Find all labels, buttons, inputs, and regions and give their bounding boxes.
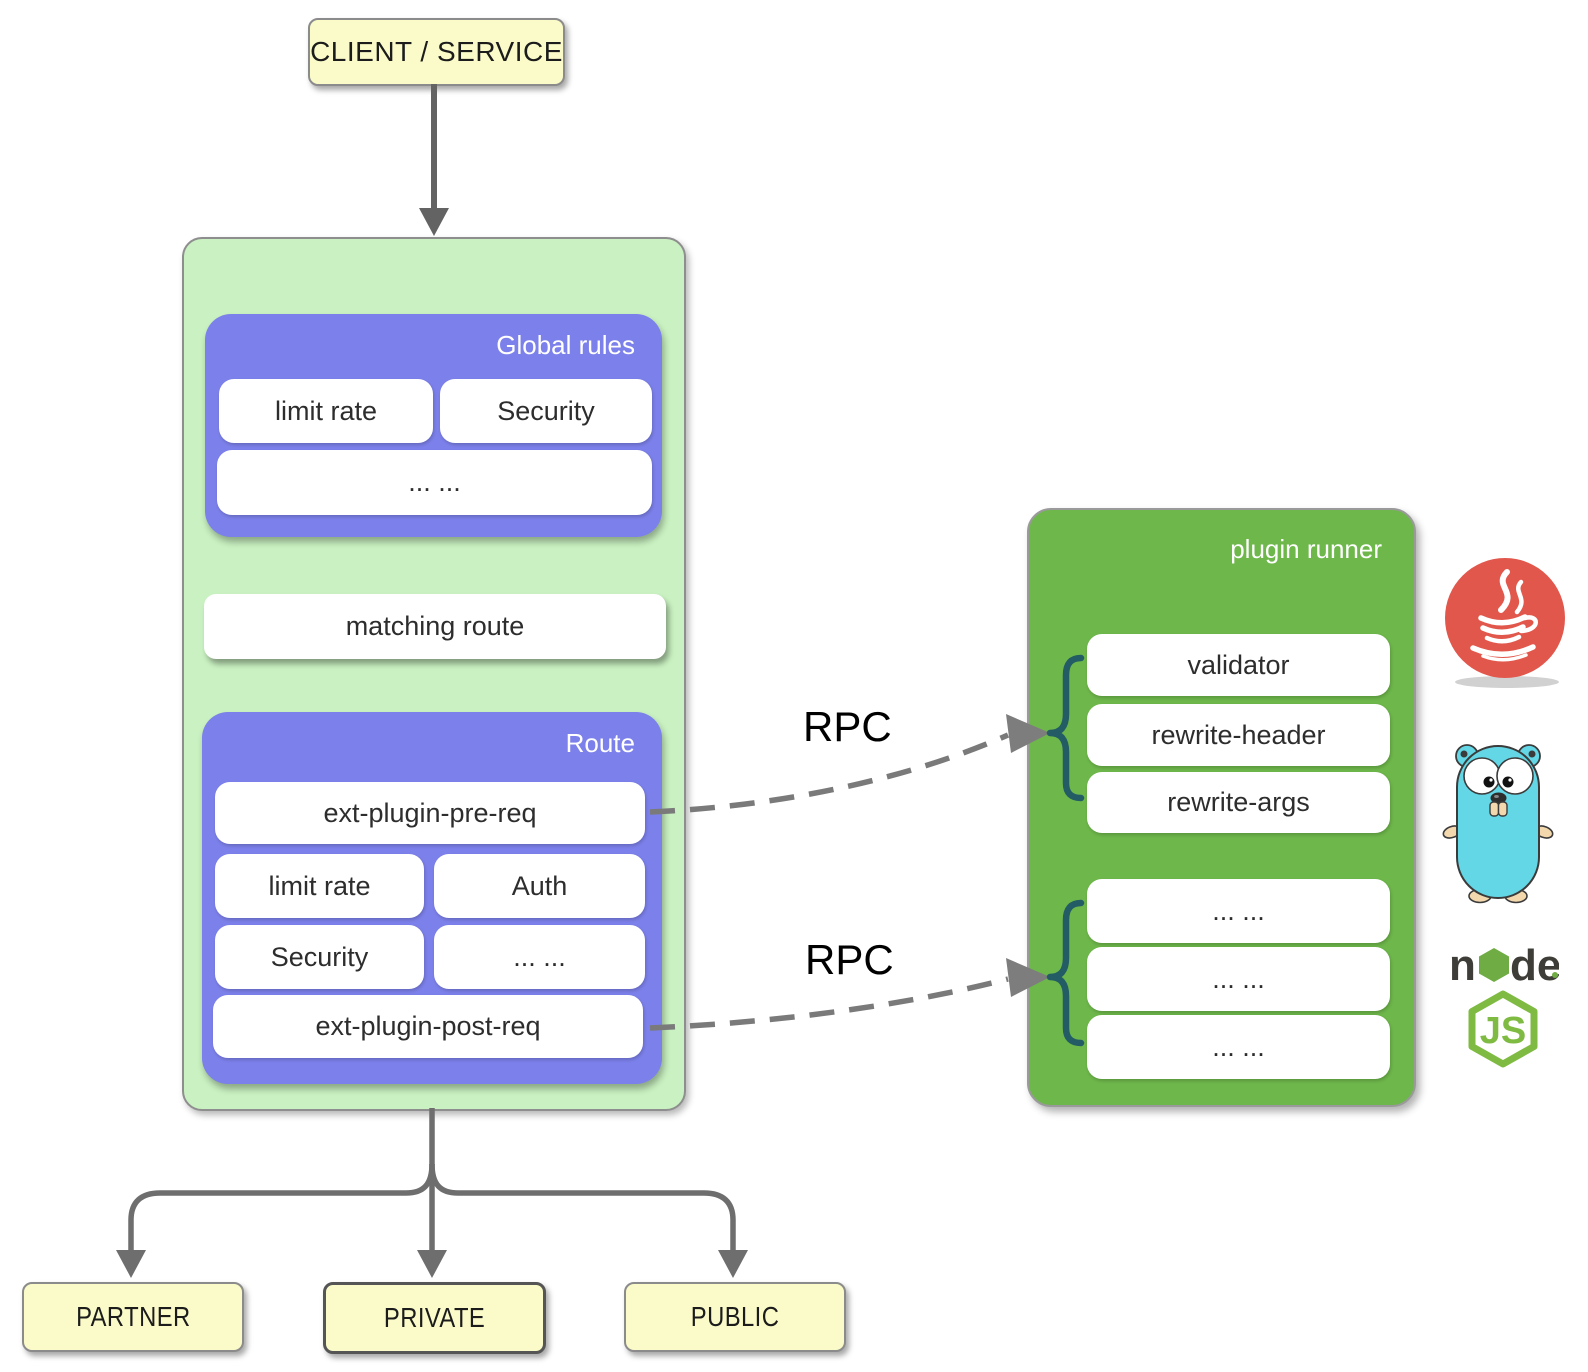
global-more-label: ... ... (408, 467, 461, 497)
partner-node: PARTNER (22, 1282, 244, 1352)
route-ext-plugin-post-req: ext-plugin-post-req (213, 995, 643, 1058)
ext-plugin-post-req-label: ext-plugin-post-req (315, 1011, 541, 1041)
node-js-text: JS (1480, 1010, 1526, 1052)
route-limit-rate-plugin: limit rate (215, 854, 424, 918)
global-security-label: Security (497, 395, 595, 426)
route-more-plugins: ... ... (434, 925, 645, 989)
runner-more-label-3: ... ... (1212, 1031, 1265, 1062)
branch-to-partner (128, 1163, 435, 1250)
partner-arrowhead (116, 1250, 146, 1278)
global-rules-box: Global rules limit rate Security ... ... (205, 314, 662, 537)
node-wordmark-n: n (1449, 941, 1476, 990)
plugin-runner-title: plugin runner (1230, 534, 1382, 564)
rewrite-header-label: rewrite-header (1151, 719, 1326, 750)
route-auth-plugin: Auth (434, 854, 645, 918)
runner-validator-plugin: validator (1087, 634, 1390, 696)
global-rules-title: Global rules (496, 330, 635, 360)
route-ext-plugin-pre-req: ext-plugin-pre-req (215, 782, 645, 844)
route-title: Route (565, 728, 635, 758)
gateway-container: Global rules limit rate Security ... ...… (182, 237, 686, 1111)
go-gopher-logo-icon (1438, 726, 1558, 904)
java-coffee-logo-icon (1441, 556, 1569, 688)
rewrite-args-label: rewrite-args (1167, 787, 1310, 817)
runner-rewrite-header-plugin: rewrite-header (1087, 704, 1390, 766)
global-limit-rate-plugin: limit rate (219, 379, 433, 443)
matching-route-label: matching route (345, 611, 525, 641)
route-more-label: ... ... (513, 941, 566, 972)
rpc-label-2: RPC (805, 936, 894, 983)
rpc-dashed-arrow-2 (649, 976, 1009, 1031)
nodejs-logo-icon: n de JS (1447, 928, 1561, 1070)
route-box: Route ext-plugin-pre-req limit rate Auth… (202, 712, 662, 1084)
private-node: PRIVATE (323, 1282, 546, 1354)
route-security-label: Security (270, 941, 369, 972)
runner-more-label-1: ... ... (1212, 895, 1265, 926)
branch-to-public (429, 1163, 736, 1250)
public-arrowhead (718, 1250, 748, 1278)
global-limit-rate-label: limit rate (274, 395, 377, 426)
route-limit-rate-label: limit rate (268, 870, 371, 901)
private-label: PRIVATE (383, 1302, 486, 1333)
global-security-plugin: Security (440, 379, 652, 443)
plugin-runner-box: plugin runner validator rewrite-header r… (1027, 508, 1416, 1107)
matching-route-node: matching route (204, 594, 666, 659)
runner-more-plugin-3: ... ... (1087, 1015, 1390, 1079)
client-service-node: CLIENT / SERVICE (308, 18, 565, 86)
node-wordmark-de: de (1510, 941, 1559, 990)
public-label: PUBLIC (690, 1301, 780, 1332)
route-auth-label: Auth (511, 870, 568, 901)
global-more-plugins: ... ... (217, 450, 652, 515)
runner-more-plugin-2: ... ... (1087, 947, 1390, 1011)
ext-plugin-pre-req-label: ext-plugin-pre-req (323, 797, 537, 828)
public-node: PUBLIC (624, 1282, 846, 1352)
partner-label: PARTNER (75, 1301, 191, 1332)
client-service-label: CLIENT / SERVICE (310, 36, 563, 67)
route-security-plugin: Security (215, 925, 424, 989)
runner-rewrite-args-plugin: rewrite-args (1087, 772, 1390, 833)
runner-more-plugin-1: ... ... (1087, 879, 1390, 943)
client-to-gateway-arrowhead (419, 208, 449, 236)
rpc-label-1: RPC (803, 703, 892, 750)
validator-label: validator (1187, 649, 1290, 680)
runner-more-label-2: ... ... (1212, 963, 1265, 994)
private-arrowhead (417, 1250, 447, 1278)
